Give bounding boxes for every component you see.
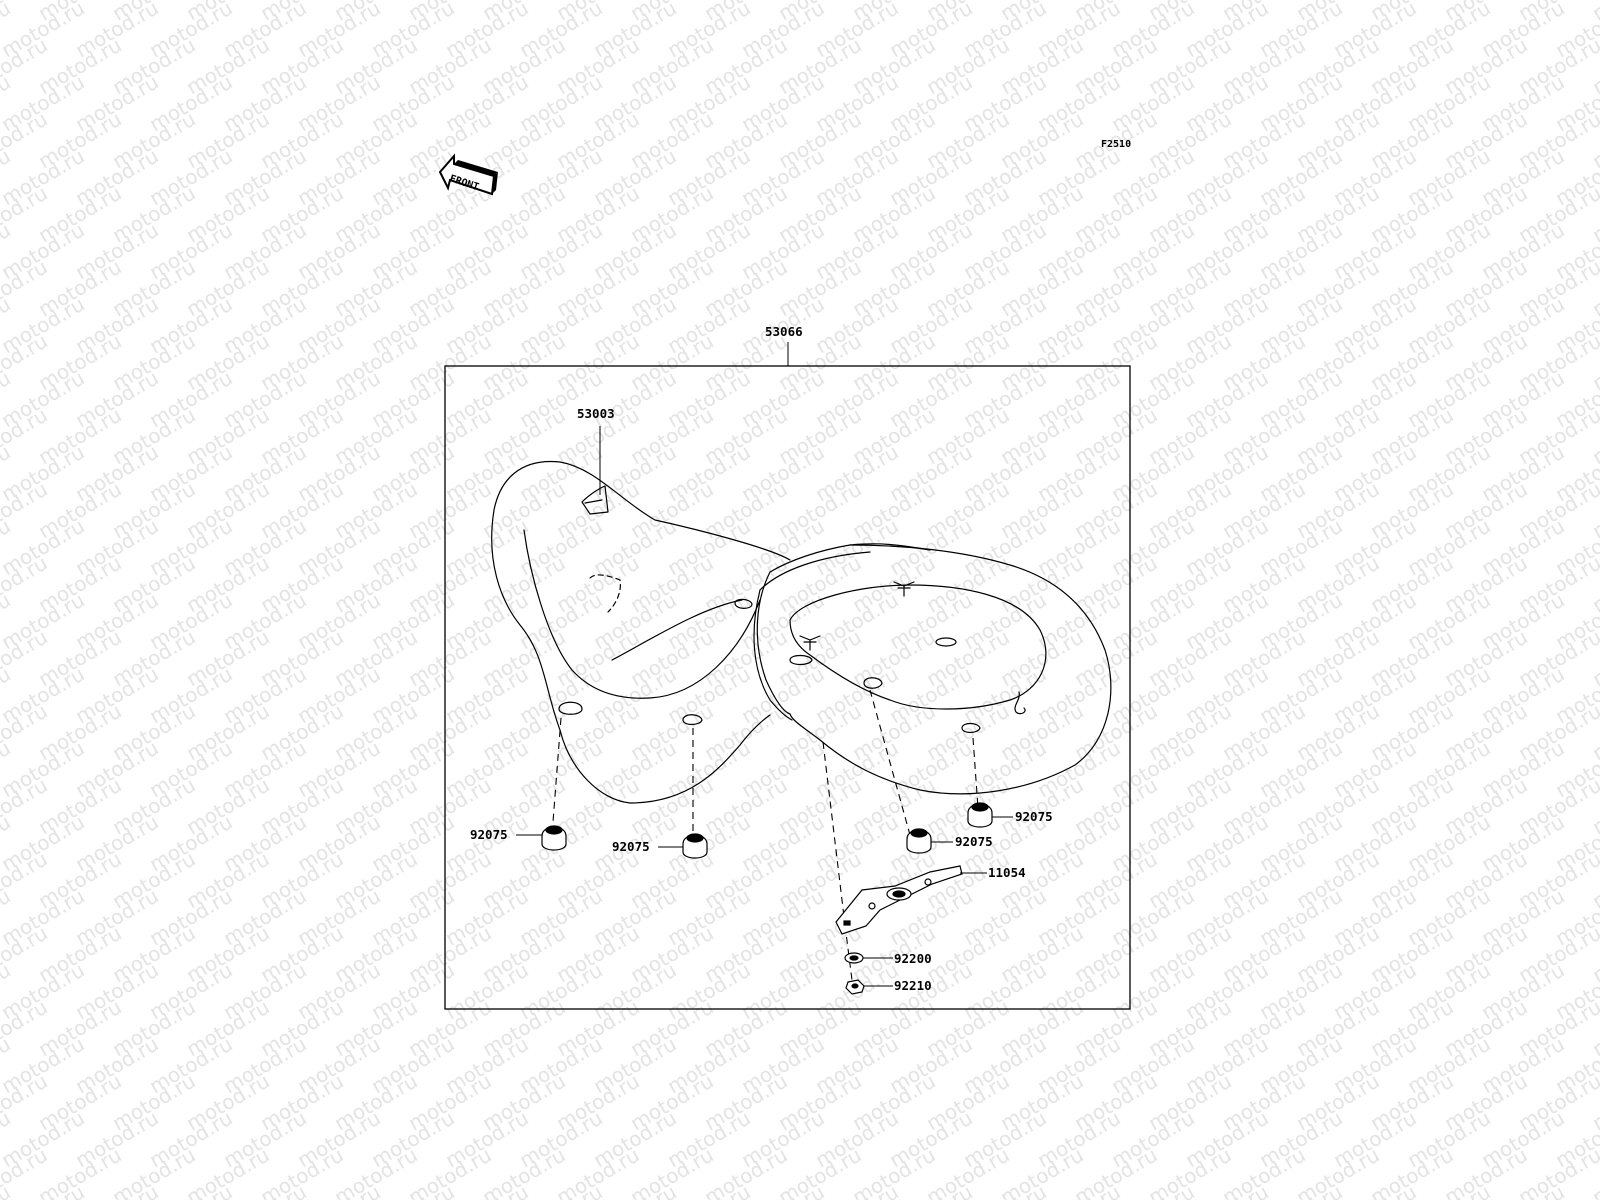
nut-icon (845, 979, 865, 995)
damper-3-icon (906, 828, 932, 854)
damper-1-icon (541, 825, 567, 851)
damper-2-part-number: 92075 (612, 839, 650, 854)
seat-drawing (491, 460, 1112, 804)
damper-4-part-number: 92075 (1015, 809, 1053, 824)
seat-assy-part-number: 53066 (765, 324, 803, 339)
assembly-lines (552, 689, 979, 989)
damper-3-part-number: 92075 (955, 834, 993, 849)
front-arrow-icon: FRONT (438, 153, 498, 196)
damper-2-icon (682, 833, 708, 859)
damper-1-part-number: 92075 (470, 827, 508, 842)
nut-part-number: 92210 (894, 978, 932, 993)
washer-icon (844, 952, 864, 964)
damper-4-icon (967, 802, 993, 828)
bracket-icon (835, 865, 963, 935)
washer-part-number: 92200 (894, 951, 932, 966)
bracket-part-number: 11054 (988, 865, 1026, 880)
seat-label-part-number: 53003 (577, 406, 615, 421)
diagram-code: F2510 (1101, 139, 1131, 150)
